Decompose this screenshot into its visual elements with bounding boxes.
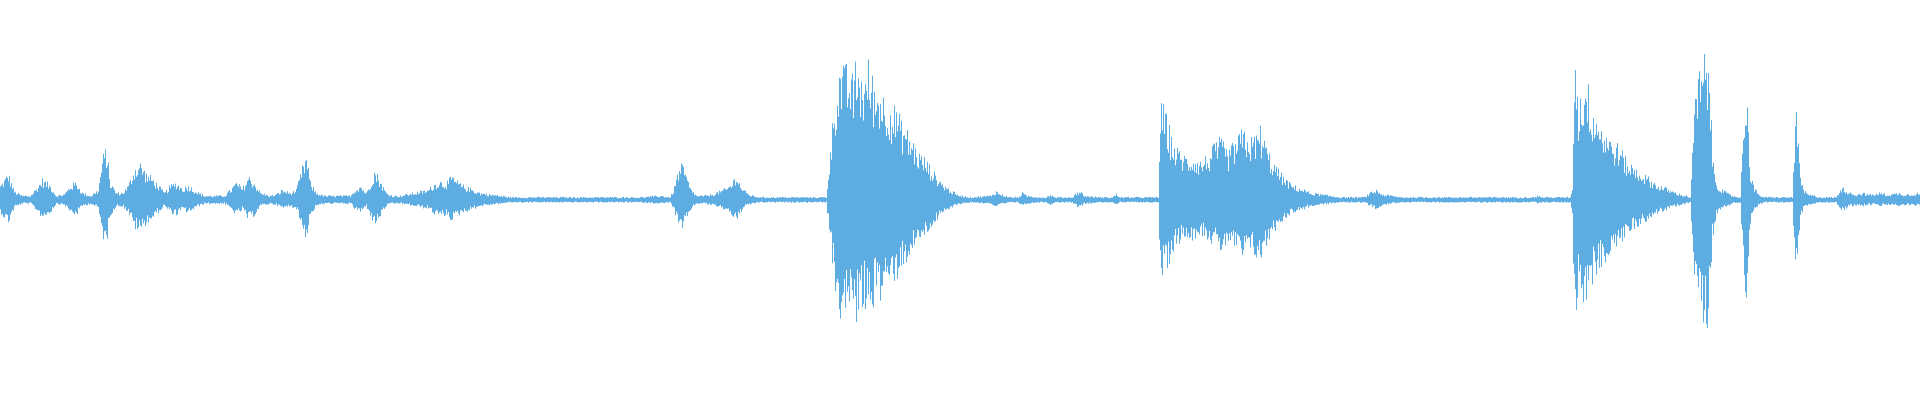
waveform-bars (0, 54, 1920, 328)
